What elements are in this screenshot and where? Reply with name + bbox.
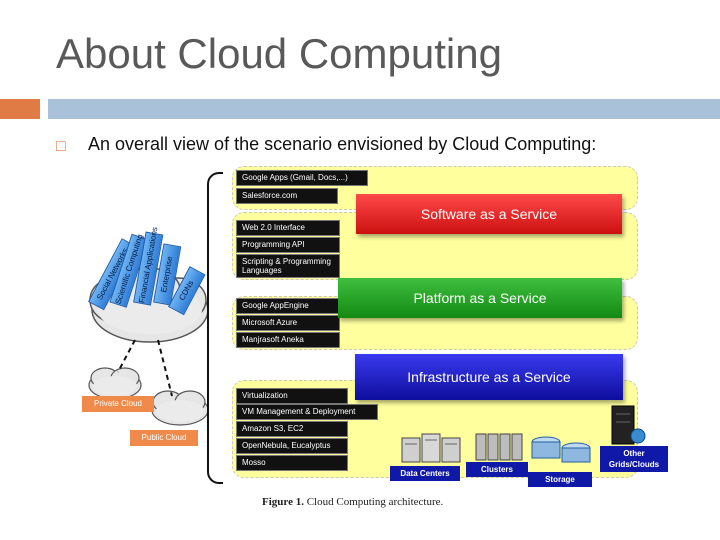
dashed-connector — [117, 339, 136, 373]
square-bullet-icon: □ — [56, 138, 66, 155]
dashed-connector — [157, 339, 173, 397]
paas-item-google-appengine: Google AppEngine — [236, 298, 340, 314]
figure-caption: Figure 1. Cloud Computing architecture. — [262, 496, 443, 508]
iaas-box: Infrastructure as a Service — [355, 354, 623, 400]
paas-item-manjrasoft-aneka: Manjrasoft Aneka — [236, 332, 340, 348]
paas-tool-programming-api: Programming API — [236, 237, 340, 253]
hardware-data-centers: Data Centers — [390, 466, 460, 481]
storage-icon — [531, 436, 591, 463]
hardware-storage: Storage — [528, 472, 592, 487]
hardware-other-grids: Other Grids/Clouds — [600, 446, 668, 472]
hardware-icons — [401, 405, 646, 463]
figure-caption-label: Figure 1. — [262, 496, 304, 508]
iaas-item-vm-management: VM Management & Deployment — [236, 404, 378, 420]
cluster-icon — [475, 433, 523, 461]
paas-item-microsoft-azure: Microsoft Azure — [236, 315, 340, 331]
paas-box: Platform as a Service — [338, 278, 622, 318]
iaas-item-virtualization: Virtualization — [236, 388, 348, 404]
slide-title: About Cloud Computing — [56, 30, 502, 77]
other-grids-icon — [611, 405, 646, 445]
hardware-clusters: Clusters — [466, 462, 528, 477]
public-cloud-label: Public Cloud — [130, 430, 198, 446]
private-cloud-label: Private Cloud — [82, 396, 154, 412]
iaas-item-opennebula: OpenNebula, Eucalyptus — [236, 438, 348, 454]
paas-tool-scripting: Scripting & Programming Languages — [236, 254, 340, 278]
title-rule — [48, 99, 720, 119]
figure-caption-text: Cloud Computing architecture. — [306, 496, 444, 508]
saas-box: Software as a Service — [356, 194, 622, 234]
bracket — [207, 172, 223, 484]
saas-item-google-apps: Google Apps (Gmail, Docs,...) — [236, 170, 368, 186]
paas-tool-web20: Web 2.0 Interface — [236, 220, 340, 236]
iaas-item-mosso: Mosso — [236, 455, 348, 471]
bullet-text: An overall view of the scenario envision… — [88, 134, 597, 154]
iaas-item-amazon: Amazon S3, EC2 — [236, 421, 348, 437]
title-rule-accent — [0, 99, 40, 119]
public-cloud-icon — [151, 390, 209, 426]
private-cloud-icon — [88, 367, 142, 400]
data-center-icon — [401, 433, 461, 463]
saas-item-salesforce: Salesforce.com — [236, 188, 338, 204]
